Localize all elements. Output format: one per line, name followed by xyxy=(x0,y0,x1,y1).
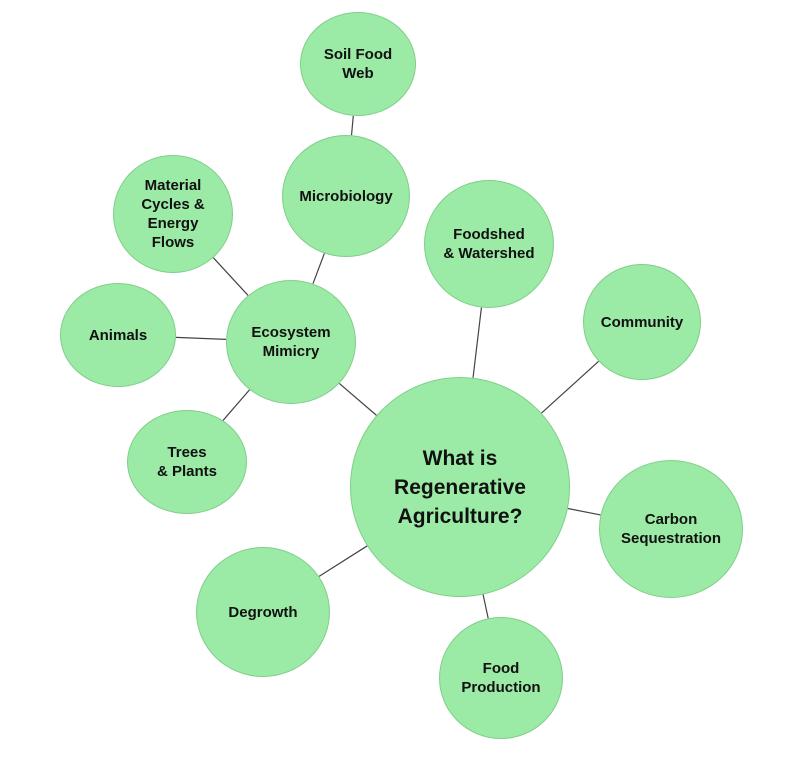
node-label: Microbiology xyxy=(299,187,393,205)
node-foodshed-watershed: Foodshed & Watershed xyxy=(424,180,554,308)
node-trees-plants: Trees & Plants xyxy=(127,410,247,514)
node-material-cycles: Material Cycles & Energy Flows xyxy=(113,155,233,273)
node-label: Food Production xyxy=(461,660,541,696)
node-label: Soil Food Web xyxy=(323,46,393,82)
link-ecosystem_mimicry-material_cycles xyxy=(212,257,249,296)
node-label: Animals xyxy=(88,326,148,344)
node-food-production: Food Production xyxy=(439,617,563,739)
node-degrowth: Degrowth xyxy=(196,547,330,677)
node-regenerative-agriculture: What is Regenerative Agriculture? xyxy=(350,377,570,597)
node-carbon-sequestration: Carbon Sequestration xyxy=(599,460,743,598)
node-label: Material Cycles & Energy Flows xyxy=(141,177,205,251)
node-community: Community xyxy=(583,264,701,380)
node-label: Carbon Sequestration xyxy=(620,511,722,547)
node-label: Ecosystem Mimicry xyxy=(251,324,331,360)
link-center-foodshed_watershed xyxy=(472,307,483,378)
link-center-ecosystem_mimicry xyxy=(338,383,377,416)
node-label: Trees & Plants xyxy=(156,444,217,480)
link-center-degrowth xyxy=(318,545,368,577)
node-microbiology: Microbiology xyxy=(282,135,410,257)
node-soil-food-web: Soil Food Web xyxy=(300,12,416,116)
node-animals: Animals xyxy=(60,283,176,387)
link-center-food_production xyxy=(482,594,489,619)
node-ecosystem-mimicry: Ecosystem Mimicry xyxy=(226,280,356,404)
link-ecosystem_mimicry-microbiology xyxy=(312,253,325,284)
link-microbiology-soil_food_web xyxy=(350,115,354,136)
link-ecosystem_mimicry-trees_plants xyxy=(222,389,251,421)
node-label: Community xyxy=(600,313,684,331)
node-label: Degrowth xyxy=(228,603,298,621)
link-center-carbon_sequestration xyxy=(567,507,601,516)
link-ecosystem_mimicry-animals xyxy=(175,336,227,340)
node-label: Foodshed & Watershed xyxy=(443,226,535,262)
node-label: What is Regenerative Agriculture? xyxy=(394,446,526,528)
link-center-community xyxy=(541,360,600,414)
